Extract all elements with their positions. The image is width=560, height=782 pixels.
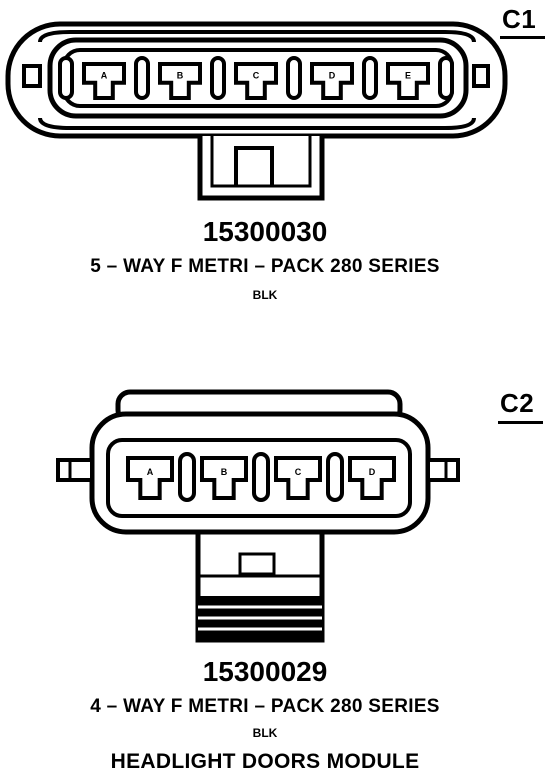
connector-c2-module-name: HEADLIGHT DOORS MODULE <box>110 750 420 773</box>
c1-left-tab <box>22 64 42 88</box>
pin-cavity-c <box>234 62 278 100</box>
pin-cavity-d <box>310 62 354 100</box>
c1-shoulder-outline <box>38 30 476 43</box>
c2-left-tab <box>56 458 94 482</box>
cavity-divider <box>134 56 150 100</box>
cavity-divider <box>210 56 226 100</box>
cavity-divider <box>252 452 270 502</box>
pin-label: A <box>101 70 108 80</box>
connector-c2-drawing <box>56 389 460 643</box>
pin-label: C <box>295 467 302 477</box>
connector-c1-part-number: 15300030 <box>202 216 328 247</box>
c1-pin-cavities: A B C D E <box>58 56 454 100</box>
pin-cavity-d <box>348 456 396 500</box>
cavity-divider <box>438 56 454 100</box>
connector-c2-part-number: 15300029 <box>202 656 328 687</box>
cavity-divider <box>58 56 74 100</box>
pin-cavity-a <box>126 456 174 500</box>
pin-cavity-e <box>386 62 430 100</box>
pin-label: A <box>147 467 154 477</box>
c2-pin-cavities: A B C D <box>126 452 396 502</box>
connector-c1-description: 5 – WAY F METRI – PACK 280 SERIES <box>90 256 440 277</box>
cavity-divider <box>286 56 302 100</box>
connector-c1-color: BLK <box>252 288 278 302</box>
pin-label: D <box>329 70 336 80</box>
connector-c2-description: 4 – WAY F METRI – PACK 280 SERIES <box>90 696 440 717</box>
connector-c1-drawing <box>5 21 508 201</box>
connector-c2-color: BLK <box>252 726 278 740</box>
pin-label: B <box>177 70 184 80</box>
connector-c1-tag: C1 <box>502 4 537 34</box>
pin-cavity-b <box>158 62 202 100</box>
cavity-divider <box>362 56 378 100</box>
pin-label: B <box>221 467 228 477</box>
pin-cavity-b <box>200 456 248 500</box>
cavity-divider <box>326 452 344 502</box>
pin-cavity-a <box>82 62 126 100</box>
connector-c1-tag-underline <box>500 36 545 39</box>
connector-c2-tag-underline <box>498 421 543 424</box>
pin-cavity-c <box>274 456 322 500</box>
pin-label: E <box>405 70 411 80</box>
c1-right-tab <box>472 64 490 88</box>
pin-label: D <box>369 467 376 477</box>
connector-c2-tag: C2 <box>500 388 535 418</box>
pin-label: C <box>253 70 260 80</box>
c2-right-tab <box>426 458 460 482</box>
c1-latch <box>197 136 325 201</box>
cavity-divider <box>178 452 196 502</box>
